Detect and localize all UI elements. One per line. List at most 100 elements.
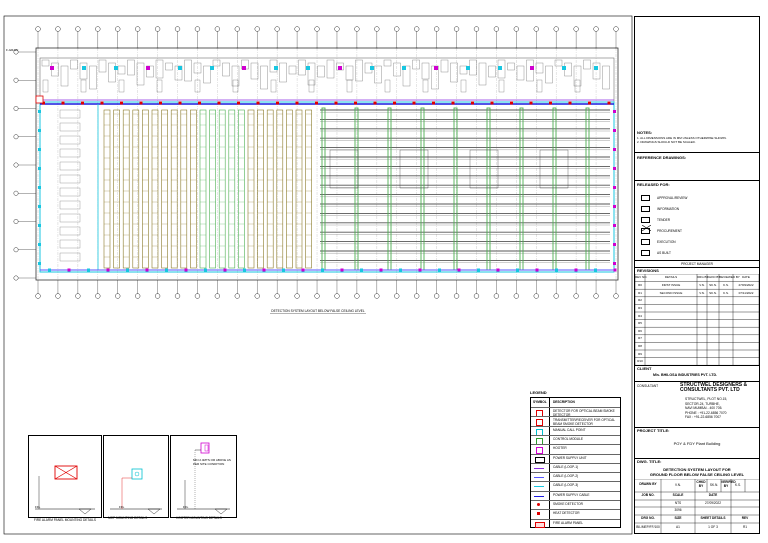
grid-bubble-bottom xyxy=(314,293,320,299)
legend-item: CABLE (LOOP-1) xyxy=(531,462,620,472)
legend-item-label: POWER SUPPLY UNIT xyxy=(553,455,587,460)
grid-bubble-bottom xyxy=(75,293,81,299)
legend-col-description: DESCRIPTION xyxy=(553,400,575,404)
floor-plan-drawing: DETECTION SYSTEM LAYOUT BELOW FALSE CEIL… xyxy=(3,15,633,535)
dot-red2-symbol xyxy=(537,512,540,516)
device-symbol xyxy=(594,268,597,272)
device-symbol xyxy=(48,268,51,272)
chkd-by-value: SK.N. xyxy=(709,483,719,487)
grid-bubble-bottom xyxy=(254,293,260,299)
grid-bubble-top xyxy=(274,26,280,32)
rev-number-cell: R8 xyxy=(638,343,642,348)
legend-item-label: CABLE (LOOP-3) xyxy=(553,483,579,488)
grid-bubble-top xyxy=(414,26,420,32)
legend-item: HOOTER xyxy=(531,444,620,455)
grid-bubble-top xyxy=(174,26,181,32)
grid-bubble-bottom xyxy=(115,293,121,299)
grid-bubble-bottom xyxy=(234,293,240,299)
smoke-detector-symbol xyxy=(334,101,338,105)
device-symbol xyxy=(555,268,558,272)
device-symbol xyxy=(516,268,519,272)
grid-bubble-left xyxy=(13,219,19,224)
grid-bubble-top xyxy=(154,26,161,32)
grid-bubbles-left xyxy=(13,49,36,281)
manual-call-point-symbol xyxy=(38,224,41,227)
size-label: SIZE xyxy=(674,516,682,520)
rev-cell: 07/11/2022 xyxy=(738,290,754,295)
smoke-detector-symbol xyxy=(510,101,513,105)
hooter-symbol xyxy=(613,129,616,132)
grid-bubble-top xyxy=(294,26,300,32)
legend-item-label: FIRE ALARM PANEL xyxy=(553,520,584,525)
grid-bubble-top xyxy=(35,26,41,32)
grid-bubble-top xyxy=(135,26,141,32)
legend-item-label: POWER SUPPLY CABLE xyxy=(553,492,590,497)
grid-bubble-top xyxy=(334,26,340,32)
cable-loop-3 xyxy=(39,101,615,273)
rev-number-cell: R3 xyxy=(638,305,642,310)
grid-bubble-bottom xyxy=(374,293,380,299)
smoke-detector-symbol xyxy=(471,101,474,105)
drg-no-value: BIL/MEP/FF/100 xyxy=(636,525,660,529)
legend-col-symbol: SYMBOL xyxy=(533,400,547,404)
consultant-address-line: SECTOR-24, TURBHE, xyxy=(685,401,720,406)
sheet-value: 1 OF 3 xyxy=(708,525,718,529)
manual-call-point-symbol xyxy=(38,205,41,208)
smoke-detector-symbol xyxy=(139,101,143,105)
reference-drawings-title: REFERENCE DRAWINGS: xyxy=(637,155,687,160)
verified-by-label: VERIFIED BY xyxy=(721,480,736,488)
smoke-detector-symbol xyxy=(276,101,279,105)
smoke-detector-symbol xyxy=(159,101,162,105)
detector-devices xyxy=(35,95,617,272)
rev-cell: R1 xyxy=(638,290,642,295)
rev-number-cell: R2 xyxy=(638,298,642,303)
consultant-address-line: FAX : +91-22-6856 7007 xyxy=(685,415,722,420)
line-navy-symbol xyxy=(534,495,544,497)
smoke-detector-symbol xyxy=(178,101,182,105)
grid-bubble-left xyxy=(13,162,19,168)
release-option-label: TENDER xyxy=(657,217,671,222)
grid-bubble-bottom xyxy=(274,293,280,299)
plan-caption: DETECTION SYSTEM LAYOUT BELOW FALSE CEIL… xyxy=(271,309,365,313)
legend-item: DETECTOR FOR OPTICAL BEAM SMOKE DETECTOR xyxy=(531,407,620,417)
device-symbol xyxy=(399,268,402,272)
rev-header-cell: DATE xyxy=(742,275,750,279)
legend-table: SYMBOL DESCRIPTION DETECTOR FOR OPTICAL … xyxy=(530,397,621,528)
device-symbol xyxy=(379,268,383,272)
grid-bubble-bottom xyxy=(493,293,500,299)
grid-bubble-left xyxy=(13,275,19,281)
box-red3-symbol xyxy=(535,521,545,528)
fire-alarm-panel-symbol xyxy=(35,95,44,104)
title-block: NOTES: 1. ALL DIMENSIONS ARE IN MM UNLES… xyxy=(634,16,760,534)
smoke-detector-symbol xyxy=(256,101,260,105)
hooter-symbol xyxy=(613,205,616,208)
smoke-detector-symbol xyxy=(120,101,123,105)
manual-call-point-symbol xyxy=(38,129,41,132)
smoke-detector-symbol xyxy=(198,101,201,105)
hooter-height-note: MIN 2.4MTS OR ABOVE AS PER SITE CONDITIO… xyxy=(193,458,231,466)
drawing-title-1: DETECTION SYSTEM LAYOUT FOR xyxy=(663,467,731,472)
smoke-detector-symbol xyxy=(237,101,240,105)
grid-bubble-bottom xyxy=(414,293,420,299)
grid-bubble-top xyxy=(553,26,559,32)
grid-bubble-bottom xyxy=(294,293,300,299)
device-symbol xyxy=(438,268,441,272)
grid-bubble-top xyxy=(115,26,121,32)
device-symbol xyxy=(223,268,227,272)
client-name: M/s. BHILOSA INDUSTRIES PVT. LTD. xyxy=(653,373,718,377)
client-label: CLIENT xyxy=(637,366,652,371)
rev-value: R1 xyxy=(742,525,748,529)
rev-cell: 27/09/2022 xyxy=(738,283,754,288)
grid-bubble-bottom xyxy=(513,293,519,299)
release-option-label: PROCUREMENT xyxy=(657,228,682,233)
legend-item-label: DETECTOR FOR OPTICAL BEAM SMOKE DETECTOR xyxy=(553,409,615,417)
legend-item: CABLE (LOOP-3) xyxy=(531,481,620,490)
release-checkbox xyxy=(641,239,650,245)
legend-item: POWER SUPPLY UNIT xyxy=(531,453,620,463)
sheet-details-label: SHEET DETAILS xyxy=(700,516,726,520)
legend-item-label: HOOTER xyxy=(553,446,567,451)
released-for-title: RELEASED FOR: xyxy=(637,182,670,187)
legend-item: CABLE (LOOP-2) xyxy=(531,472,620,481)
rev-header-cell: DETAILS xyxy=(664,275,678,279)
device-symbol xyxy=(535,268,539,272)
